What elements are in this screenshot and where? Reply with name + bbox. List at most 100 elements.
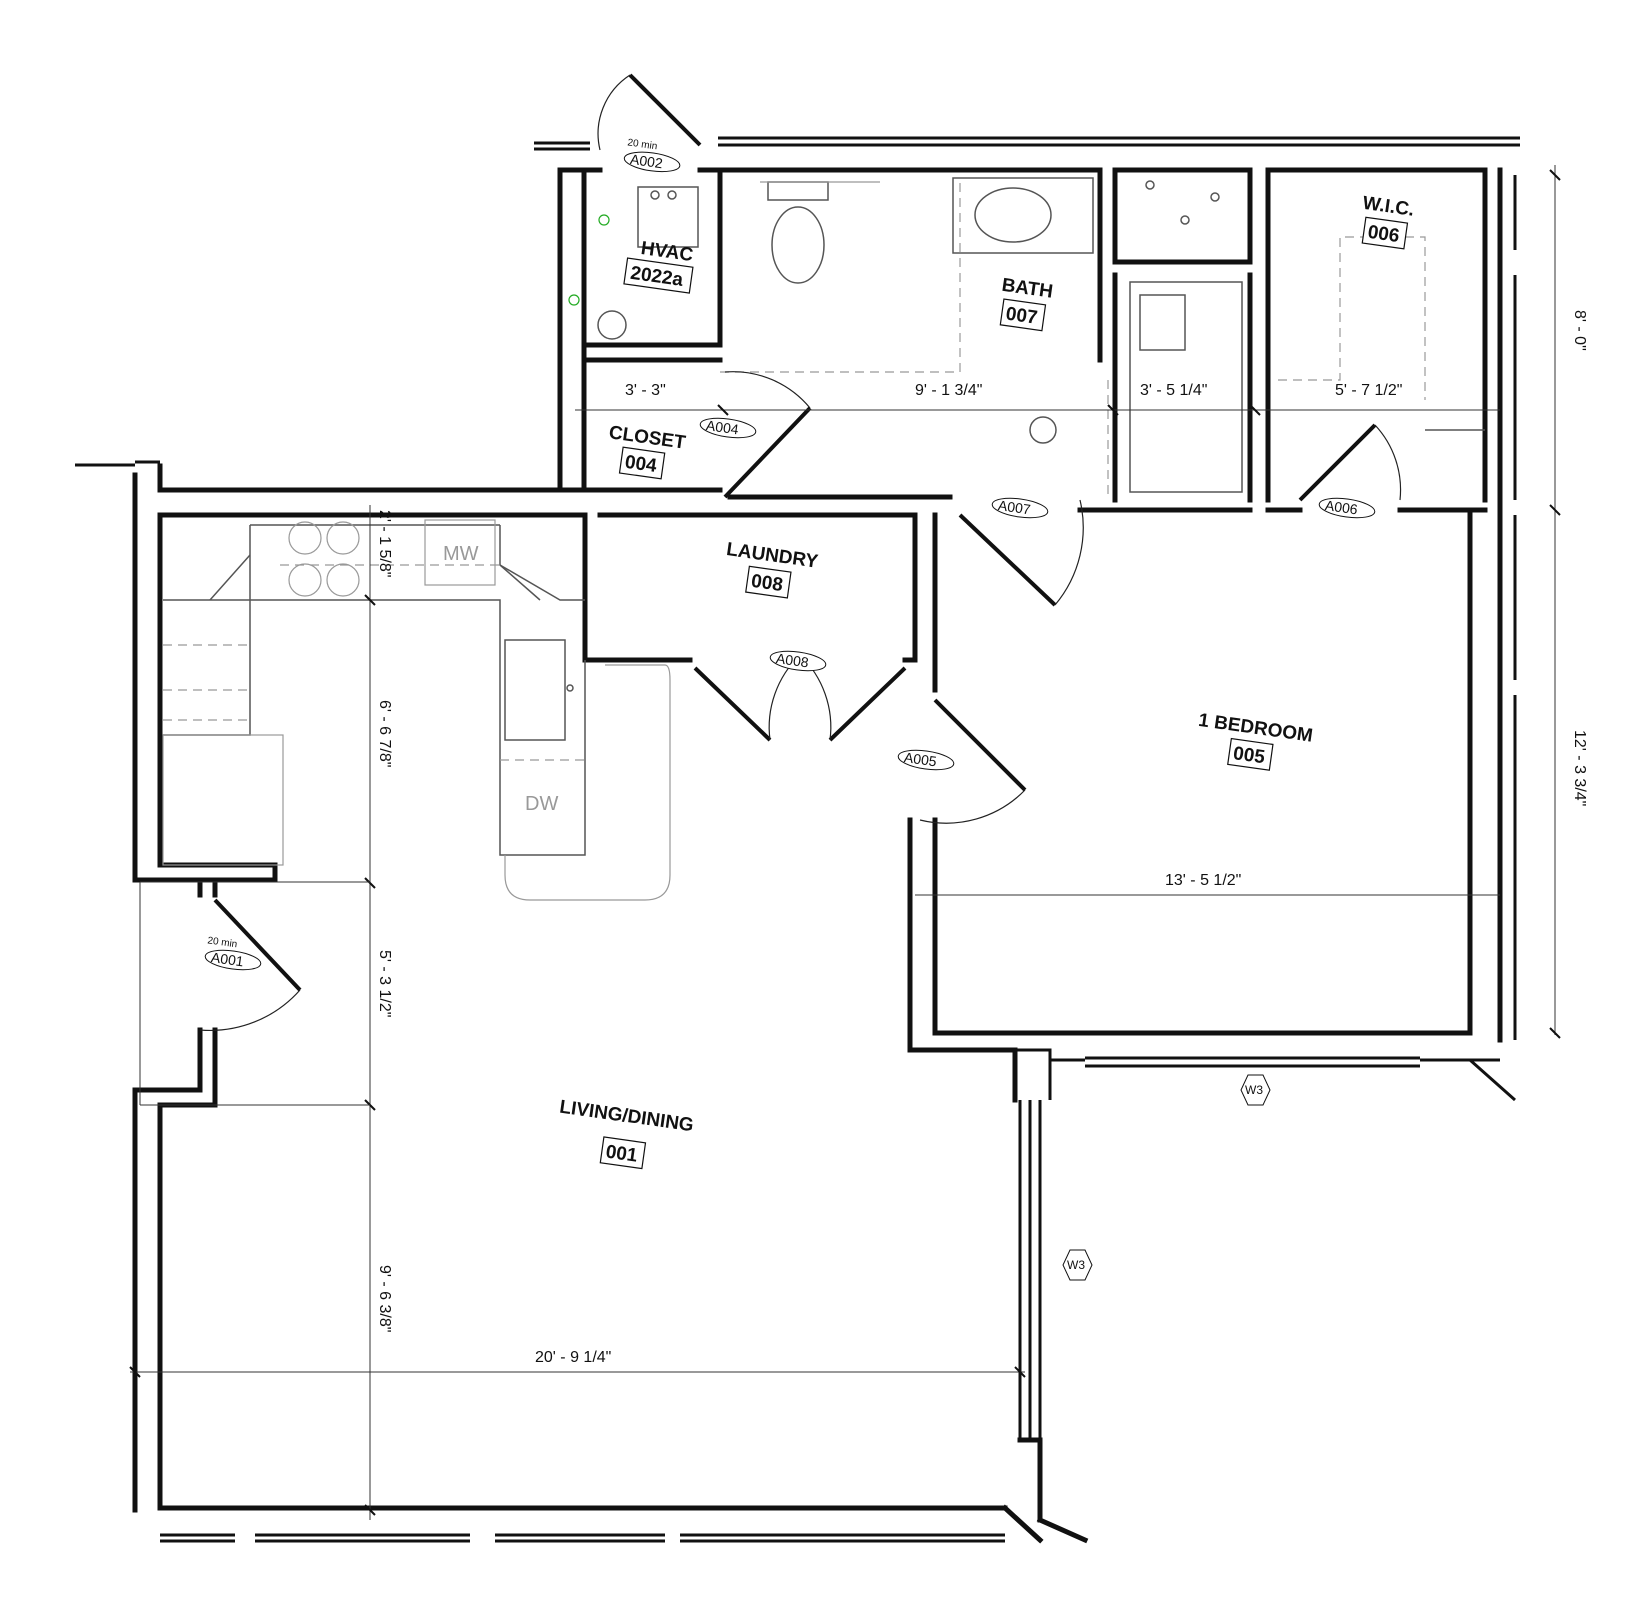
door-a007-tag: A007 xyxy=(997,497,1032,517)
fixtures xyxy=(162,177,1485,901)
sensor-icon xyxy=(598,214,610,226)
room-living: LIVING/DINING 001 xyxy=(558,1097,695,1170)
door-a001-leaf xyxy=(213,898,302,992)
bath-top-wall xyxy=(717,167,1103,363)
room-labels: HVAC 2022a CLOSET 004 BATH 007 W.I.C. 00… xyxy=(558,193,1416,1170)
hvac-unit-icon xyxy=(637,186,699,248)
door-a002-rating: 20 min xyxy=(627,137,658,152)
door-a002-swing xyxy=(597,74,631,151)
living-window xyxy=(1018,1100,1042,1440)
wic-shelf-dashed xyxy=(1278,236,1426,400)
vanity-block-wall xyxy=(1112,167,1253,265)
microwave-icon xyxy=(424,519,496,586)
walls xyxy=(75,136,1520,1544)
sink-icon xyxy=(974,187,1052,243)
room-closet: CLOSET 004 xyxy=(608,422,688,480)
kitchen-counter-outline xyxy=(163,524,585,736)
door-tag-a006: A006 xyxy=(1318,497,1376,519)
room-laundry-number-box xyxy=(745,565,792,599)
bottom-wall xyxy=(160,1533,1005,1543)
dim-living-depth: 9' - 6 3/8" xyxy=(376,1265,393,1332)
door-a006-tag: A006 xyxy=(1324,497,1359,517)
door-a008-leaves xyxy=(693,666,907,742)
dim-upper-height: 8' - 0" xyxy=(1571,310,1588,351)
vanity-icon xyxy=(952,177,1094,254)
door-tag-a002: 20 min A002 xyxy=(623,137,681,173)
cooktop-burner-icon xyxy=(326,521,360,555)
door-a007-swing xyxy=(1054,499,1084,606)
room-hvac-number-box xyxy=(623,257,694,294)
window-w3-bedroom-hex xyxy=(1240,1074,1271,1106)
door-a002-leaf xyxy=(628,73,702,147)
door-a005-tag-oval xyxy=(897,749,955,771)
shower-icon xyxy=(1129,281,1243,493)
living-window-corner xyxy=(1001,1437,1089,1544)
living-left-wall xyxy=(132,1087,1008,1513)
room-wic-name: W.I.C. xyxy=(1361,193,1415,221)
dim-shower-width: 3' - 5 1/4" xyxy=(1140,382,1207,399)
top-wall-left xyxy=(534,141,590,151)
window-jamb xyxy=(1015,1048,1500,1100)
microwave-label: MW xyxy=(443,543,479,565)
dimension-lines xyxy=(129,165,1561,1520)
top-wall-right xyxy=(718,136,1520,147)
cabinet-dashed xyxy=(163,644,250,721)
dim-closet-width: 3' - 3" xyxy=(625,382,666,399)
room-bath-number-box xyxy=(999,298,1047,332)
door-a001-swing xyxy=(199,989,301,1032)
bedroom-window xyxy=(1085,1056,1420,1068)
dim-bath-width: 9' - 1 3/4" xyxy=(915,382,982,399)
window-tags: W3 W3 xyxy=(1062,1074,1271,1281)
room-wic-number-box xyxy=(1361,216,1409,250)
room-wic-number: 006 xyxy=(1366,222,1400,247)
door-a002-tag-oval xyxy=(623,151,681,173)
dim-kitchen-counter: 2' - 1 5/8" xyxy=(376,510,393,577)
cooktop-burner-icon xyxy=(288,521,322,555)
door-tag-a008: A008 xyxy=(769,650,827,672)
room-laundry: LAUNDRY 008 xyxy=(725,539,820,599)
door-tags: 20 min A002 A004 A007 A006 A008 A005 20 … xyxy=(204,137,1376,971)
door-a001-tag-oval xyxy=(204,949,262,971)
door-a008-tag-oval xyxy=(769,650,827,672)
window-w3-living: W3 xyxy=(1067,1258,1085,1272)
door-a005-swing xyxy=(919,789,1026,824)
fridge-icon xyxy=(162,734,284,866)
room-living-name: LIVING/DINING xyxy=(558,1097,695,1137)
room-bath: BATH 007 xyxy=(999,275,1054,332)
room-laundry-name: LAUNDRY xyxy=(725,539,820,573)
room-living-number-box xyxy=(599,1136,647,1170)
entry-lower-jamb xyxy=(132,1027,218,1108)
door-tag-a004: A004 xyxy=(699,417,757,439)
kitchen-left-wall xyxy=(132,472,278,883)
door-a006-tag-oval xyxy=(1318,497,1376,519)
peninsula-outline xyxy=(504,664,671,901)
room-laundry-number: 008 xyxy=(750,571,784,596)
door-a006-swing xyxy=(1374,424,1402,501)
wic-wall xyxy=(1265,167,1488,503)
dim-wic-width: 5' - 7 1/2" xyxy=(1335,382,1402,399)
faucet-icon xyxy=(1145,180,1155,190)
sink-counter xyxy=(499,640,586,856)
door-a004-leaf xyxy=(723,406,812,499)
kitchen-sink-icon xyxy=(504,639,566,741)
bedroom-top-wall xyxy=(727,494,1488,513)
dimension-texts: 3' - 3" 9' - 1 3/4" 3' - 5 1/4" 5' - 7 1… xyxy=(376,310,1588,1366)
toilet-bowl-icon xyxy=(771,206,825,284)
dim-bedroom-width: 13' - 5 1/2" xyxy=(1165,872,1241,889)
appliance-labels: MW DW xyxy=(443,543,558,815)
door-tag-a007: A007 xyxy=(991,497,1049,519)
window-w3-bedroom: W3 xyxy=(1245,1083,1263,1097)
closet-wall xyxy=(581,357,723,493)
bath-drain-icon xyxy=(1029,416,1057,444)
dim-living-width: 20' - 9 1/4" xyxy=(535,1349,611,1366)
faucet-icon xyxy=(1180,215,1190,225)
hvac-outer-wall xyxy=(157,167,587,493)
room-bedroom-number-box xyxy=(1227,737,1274,771)
door-a007-leaf xyxy=(958,513,1057,607)
room-bedroom: 1 BEDROOM 005 xyxy=(1197,710,1314,771)
room-closet-name: CLOSET xyxy=(608,422,688,454)
bath-clearance-dashed xyxy=(720,182,961,373)
door-a007-tag-oval xyxy=(991,497,1049,519)
hvac-knob-icon xyxy=(667,190,677,200)
